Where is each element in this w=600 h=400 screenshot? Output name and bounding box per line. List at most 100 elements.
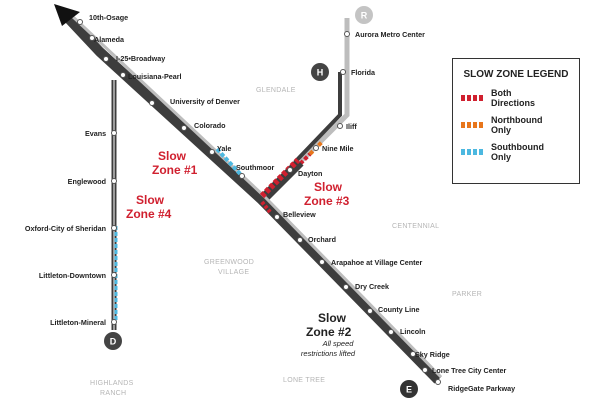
station-label-university-of-denver: University of Denver [170,97,240,106]
station-dot-lincoln [388,329,394,335]
line-badge-r: R [355,6,373,24]
station-dot-10th-osage [77,19,83,25]
station-label-southmoor: Southmoor [236,163,275,172]
slow-zone-2-label-line1: Slow [318,311,347,325]
area-label-greenwood: GREENWOOD [204,259,254,266]
line-badge-h: H [311,63,329,81]
area-label-glendale: GLENDALE [256,87,296,94]
d-line-branch [111,80,118,330]
slow-zone-2-note-line2: restrictions lifted [301,349,356,358]
station-label-i25-broadway: I-25•Broadway [116,54,165,63]
slow-zone-4-label-line2: Zone #4 [126,207,172,221]
station-label-dayton: Dayton [298,169,322,178]
station-dot-belleview [274,214,280,220]
station-label-florida: Florida [351,68,376,77]
station-dot-sky-ridge [410,351,416,357]
station-label-ridgegate-parkway: RidgeGate Parkway [448,384,515,393]
station-label-aurora-metro-center: Aurora Metro Center [355,30,425,39]
station-label-nine-mile: Nine Mile [322,144,354,153]
station-label-lone-tree-city-center: Lone Tree City Center [432,366,506,375]
station-dot-nine-mile [313,145,319,151]
station-label-englewood: Englewood [68,177,106,186]
station-dot-englewood [111,178,117,184]
station-label-louisiana-pearl: Louisiana-Pearl [128,72,182,81]
north-arrow-icon [54,4,80,26]
slow-zone-4-label-line1: Slow [136,193,165,207]
legend-swatch-north [461,122,483,128]
station-dot-county-line [367,308,373,314]
legend-label-north-line2: Only [491,125,512,135]
legend-swatch-both [461,95,483,101]
station-dot-littleton-downtown [111,272,117,278]
slow-zone-3-label-line1: Slow [314,180,343,194]
area-label-ranch: RANCH [100,390,126,397]
station-label-alameda: Alameda [94,35,125,44]
svg-text:R: R [361,11,368,21]
station-label-10th-osage: 10th-Osage [89,13,128,22]
station-dot-oxford [111,225,117,231]
station-dot-i25-broadway [103,56,109,62]
svg-text:D: D [110,337,117,347]
line-badge-e: E [400,380,418,398]
legend-label-north-line1: Northbound [491,115,543,125]
station-label-county-line: County Line [378,305,420,314]
legend-title: SLOW ZONE LEGEND [463,69,569,80]
station-label-oxford: Oxford-City of Sheridan [25,224,106,233]
station-dot-yale [209,149,215,155]
station-label-littleton-downtown: Littleton-Downtown [39,271,106,280]
station-label-littleton-mineral: Littleton-Mineral [50,318,106,327]
station-dot-florida [340,69,346,75]
main-trunk-line [64,13,443,384]
station-markers [77,19,441,385]
station-label-colorado: Colorado [194,121,226,130]
legend-item-southbound: Southbound Only [461,142,571,162]
slow-zone-3-belleview-both [260,200,272,214]
slow-zone-legend: SLOW ZONE LEGEND Both Directions Northbo… [452,58,580,184]
station-label-orchard: Orchard [308,235,336,244]
station-label-sky-ridge: Sky Ridge [415,350,450,359]
slow-zone-2-note-line1: All speed [322,339,355,348]
legend-swatch-south [461,149,483,155]
station-dot-orchard [297,237,303,243]
svg-text:H: H [317,68,324,78]
station-dot-iliff [337,123,343,129]
station-dot-dry-creek [343,284,349,290]
station-dot-arapahoe [319,259,325,265]
legend-label-south-line1: Southbound [491,142,544,152]
station-dot-university-of-denver [149,100,155,106]
station-dot-littleton-mineral [111,319,117,325]
legend-item-both-directions: Both Directions [461,88,571,108]
area-label-centennial: CENTENNIAL [392,223,439,230]
station-label-arapahoe: Arapahoe at Village Center [331,258,423,267]
slow-zone-1-label-line2: Zone #1 [152,163,198,177]
slow-zone-1-label-line1: Slow [158,149,187,163]
station-label-lincoln: Lincoln [400,327,426,336]
area-label-parker: PARKER [452,291,482,298]
station-dot-lone-tree-city-center [422,367,428,373]
slow-zone-3-trunk-both [259,157,301,199]
station-dot-aurora-metro-center [344,31,350,37]
station-label-yale: Yale [217,144,231,153]
station-label-iliff: Iliff [346,122,357,131]
slow-zone-2-label-line2: Zone #2 [306,325,352,339]
legend-label-south-line2: Only [491,152,512,162]
area-label-highlands: HIGHLANDS [90,380,134,387]
station-dot-ridgegate-parkway [435,379,441,385]
legend-label-both-line2: Directions [491,98,536,108]
station-dot-evans [111,130,117,136]
area-label-lone-tree: LONE TREE [283,377,325,384]
station-label-dry-creek: Dry Creek [355,282,389,291]
legend-label-both-line1: Both [491,88,512,98]
station-dot-southmoor [239,173,245,179]
station-label-belleview: Belleview [283,210,316,219]
svg-text:E: E [406,385,412,395]
station-dot-louisiana-pearl [120,72,126,78]
slow-zone-3-label-line2: Zone #3 [304,194,350,208]
station-label-evans: Evans [85,129,106,138]
legend-item-northbound: Northbound Only [461,115,571,135]
station-dot-dayton [287,167,293,173]
area-label-village: VILLAGE [218,269,249,276]
station-dot-colorado [181,125,187,131]
slow-zone-1-segment [215,147,245,179]
